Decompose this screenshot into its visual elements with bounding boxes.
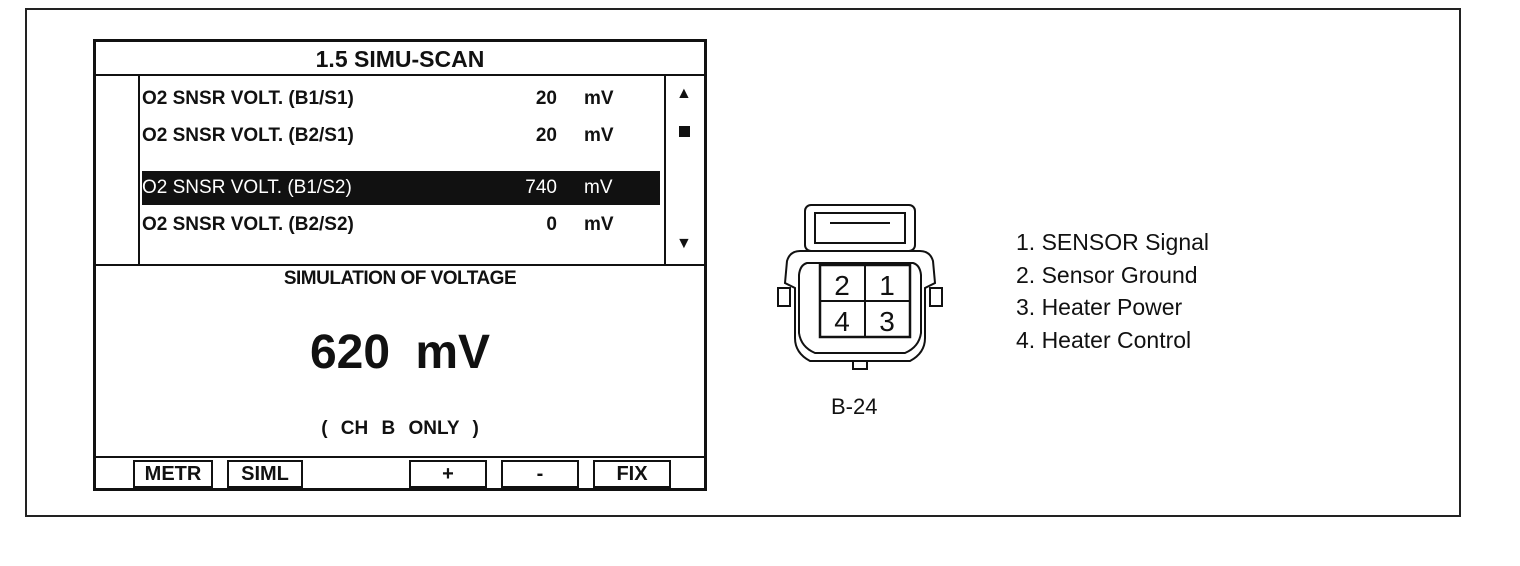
minus-button[interactable]: - (501, 460, 579, 488)
list-item-value: 740 (525, 177, 557, 198)
legend-item: 4. Heater Control (1016, 326, 1192, 353)
legend-item: 2. Sensor Ground (1016, 261, 1198, 288)
metr-button[interactable]: METR (133, 460, 213, 488)
plus-button[interactable]: + (409, 460, 487, 488)
figure-frame (25, 8, 1461, 517)
list-item-label: O2 SNSR VOLT. (B2/S2) (142, 214, 354, 235)
simulation-heading: SIMULATION OF VOLTAGE (283, 268, 517, 289)
legend-item: 1. SENSOR Signal (1016, 229, 1210, 255)
channel-note: ( CH B ONLY ) (321, 418, 479, 439)
scroll-up-icon[interactable]: ▲ (676, 85, 692, 102)
scan-tool-screen: 1.5 SIMU-SCAN O2 SNSR VOLT. (B1/S1) 20 m… (93, 39, 707, 491)
simulation-value: 620 mV (309, 326, 491, 379)
list-item-selected[interactable]: O2 SNSR VOLT. (B1/S2) 740 mV (142, 171, 660, 205)
list-item-label: O2 SNSR VOLT. (B2/S1) (142, 125, 354, 146)
connector-diagram: 2 1 4 3 (777, 204, 943, 370)
list-item-value: 20 (535, 125, 557, 146)
list-item-label: O2 SNSR VOLT. (B1/S1) (142, 88, 354, 109)
siml-button[interactable]: SIML (227, 460, 303, 488)
pin-legend: 1. SENSOR Signal 2. Sensor Ground 3. Hea… (1016, 226, 1209, 356)
screen-title: 1.5 SIMU-SCAN (96, 42, 704, 76)
legend-item: 3. Heater Power (1016, 294, 1183, 320)
list-item-unit: mV (584, 214, 614, 235)
list-item-value: 0 (546, 214, 557, 235)
connector-label: B-24 (831, 394, 878, 419)
function-key-bar: METR SIML + - FIX (96, 456, 704, 488)
fix-button[interactable]: FIX (593, 460, 671, 488)
scrollbar[interactable]: ▲ ▼ (664, 76, 704, 264)
list-item[interactable]: O2 SNSR VOLT. (B2/S1) 20 mV (142, 119, 660, 153)
pin-4-label: 4 (834, 306, 850, 337)
list-item[interactable]: O2 SNSR VOLT. (B2/S2) 0 mV (142, 208, 660, 242)
list-item[interactable]: O2 SNSR VOLT. (B1/S1) 20 mV (142, 82, 660, 116)
list-gutter (96, 76, 140, 264)
list-item-unit: mV (584, 177, 613, 198)
scroll-down-icon[interactable]: ▼ (676, 235, 692, 252)
list-item-unit: mV (584, 125, 614, 146)
scroll-thumb[interactable] (679, 126, 690, 137)
list-item-value: 20 (535, 88, 557, 109)
sensor-list: O2 SNSR VOLT. (B1/S1) 20 mV O2 SNSR VOLT… (96, 76, 704, 266)
list-item-label: O2 SNSR VOLT. (B1/S2) (142, 177, 352, 198)
pin-1-label: 1 (879, 270, 895, 301)
pin-2-label: 2 (834, 270, 850, 301)
list-item-unit: mV (584, 88, 614, 109)
pin-3-label: 3 (879, 306, 895, 337)
